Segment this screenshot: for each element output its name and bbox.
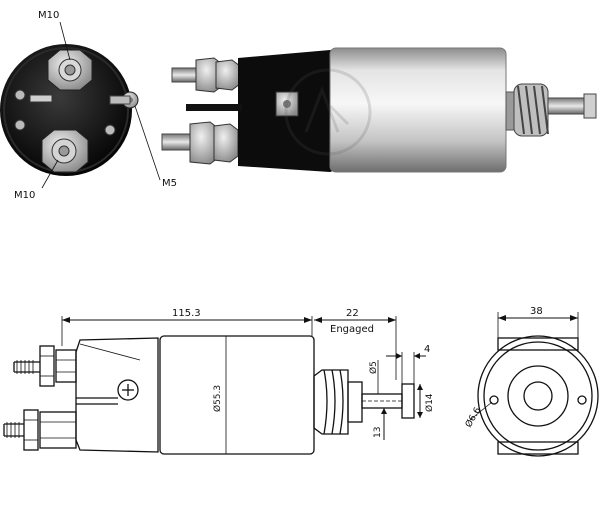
end-inner-circle — [507, 365, 569, 427]
drawing-spring — [323, 369, 344, 435]
drawing-lower-stud — [3, 409, 77, 451]
dim-tip-thickness: 4 — [424, 344, 430, 355]
plunger-rod — [547, 97, 589, 115]
silver-body — [329, 47, 507, 173]
top-terminal — [47, 49, 93, 91]
end-outer-circle — [477, 335, 599, 457]
label-bottom-terminal: M10 — [14, 190, 35, 201]
photo-front-view: M10 M10 M5 — [0, 10, 177, 201]
label-engaged: Engaged — [330, 324, 374, 335]
label-small-terminal: M5 — [162, 178, 177, 189]
small-terminal — [109, 91, 139, 109]
dim-body-diameter: Ø55.3 — [212, 385, 223, 412]
dim-length: 115.3 — [172, 308, 201, 319]
dim-end-hole: Ø6.6 — [463, 405, 483, 429]
label-top-terminal: M10 — [38, 10, 59, 21]
cap-body — [0, 44, 132, 176]
drawing-upper-stud — [13, 345, 77, 387]
drawing-plunger-tip — [401, 383, 415, 419]
photo-side-view — [161, 47, 597, 173]
drawing-body — [159, 335, 315, 455]
dim-plunger-small: Ø5 — [368, 361, 379, 374]
drawing-cap-screw — [117, 379, 139, 401]
dim-plunger-offset: 13 — [373, 427, 383, 438]
dim-engaged-stroke: 22 — [346, 308, 359, 319]
drawing-cap — [75, 337, 159, 453]
end-center-hole — [523, 381, 553, 411]
drawing-side-view: Ø55.3 115.3 22 Engaged 4 Ø5 — [3, 308, 435, 455]
end-mount-hole-right — [577, 395, 587, 405]
dim-plunger-tip: Ø14 — [424, 393, 435, 412]
dim-end-width: 38 — [530, 306, 543, 317]
spring — [513, 83, 549, 137]
bottom-terminal — [41, 129, 89, 173]
drawing-end-view: 38 Ø6.6 — [463, 306, 599, 457]
end-mount-hole-left — [489, 395, 499, 405]
